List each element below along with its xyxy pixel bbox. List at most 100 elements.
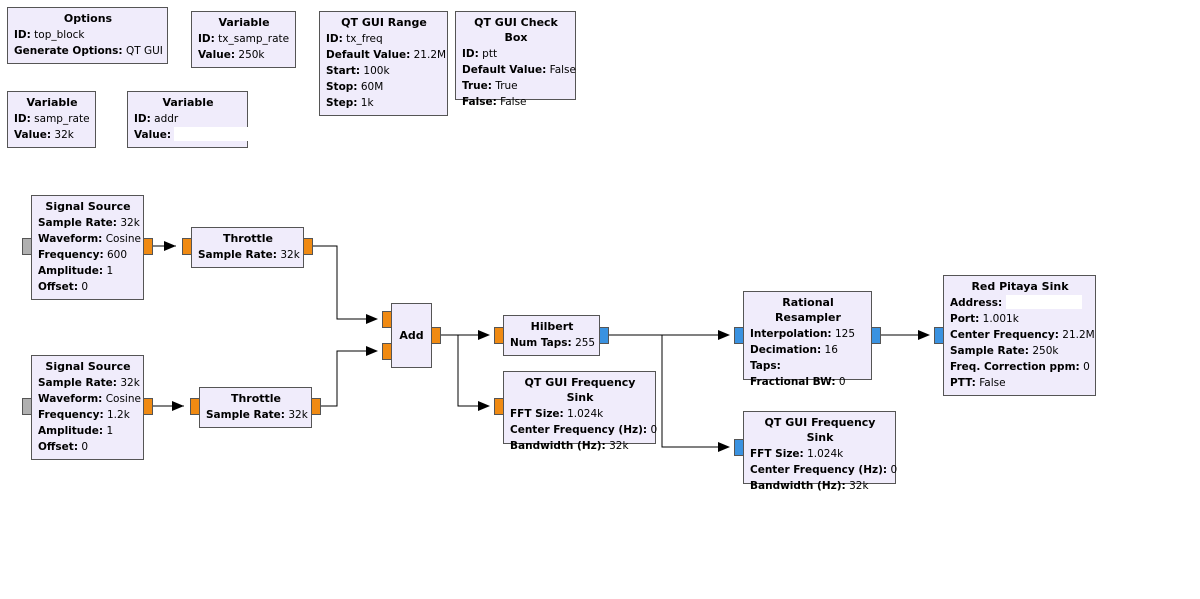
param-row: Default Value: 21.2M xyxy=(326,47,446,63)
param-value: False xyxy=(549,64,576,76)
param-row: Center Frequency: 21.2M xyxy=(950,327,1095,343)
param-row: Bandwidth (Hz): 32k xyxy=(510,438,650,454)
param-value: 600 xyxy=(107,249,128,261)
param-row: Offset: 0 xyxy=(38,279,138,295)
output-port[interactable] xyxy=(599,327,609,344)
param-key: True: xyxy=(462,80,492,92)
param-row: False: False xyxy=(462,94,570,110)
param-row: Sample Rate: 32k xyxy=(198,247,300,263)
block-qt-gui-frequency-sink-1[interactable]: QT GUI Frequency Sink FFT Size: 1.024k C… xyxy=(503,371,657,452)
param-key: Waveform: xyxy=(38,233,103,245)
param-row: ID: addr xyxy=(134,111,242,127)
param-row: Waveform: Cosine xyxy=(38,231,141,247)
param-row: Taps: xyxy=(750,358,866,374)
output-port[interactable] xyxy=(311,398,321,415)
block-title: Red Pitaya Sink xyxy=(971,280,1069,293)
input-port[interactable] xyxy=(22,398,32,415)
block-throttle-2[interactable]: Throttle Sample Rate: 32k xyxy=(199,387,312,428)
param-row: Decimation: 16 xyxy=(750,342,866,358)
param-row: Num Taps: 255 xyxy=(510,335,596,351)
connection-arrow xyxy=(718,442,730,452)
input-port[interactable] xyxy=(182,238,192,255)
param-row: Sample Rate: 250k xyxy=(950,343,1090,359)
block-title: QT GUI Range xyxy=(341,16,427,29)
param-key: Bandwidth (Hz): xyxy=(750,480,846,492)
param-value: 32k xyxy=(120,217,140,229)
block-red-pitaya-sink[interactable]: Red Pitaya Sink Address: Port: 1.001k Ce… xyxy=(943,275,1096,396)
input-port[interactable] xyxy=(734,327,744,344)
param-row: Step: 1k xyxy=(326,95,442,111)
input-port[interactable] xyxy=(190,398,200,415)
block-title: Variable xyxy=(218,16,270,29)
param-value: 32k xyxy=(54,129,74,141)
param-key: Sample Rate: xyxy=(38,377,117,389)
param-key: False: xyxy=(462,96,497,108)
block-variable-samp-rate[interactable]: Variable ID: samp_rate Value: 32k xyxy=(7,91,96,148)
input-port[interactable] xyxy=(934,327,944,344)
connection-arrow xyxy=(918,330,930,340)
output-port[interactable] xyxy=(143,238,153,255)
input-port[interactable] xyxy=(382,343,392,360)
block-variable-tx-samp-rate[interactable]: Variable ID: tx_samp_rate Value: 250k xyxy=(191,11,296,68)
param-value: 1.2k xyxy=(107,409,130,421)
output-port[interactable] xyxy=(871,327,881,344)
block-qt-gui-range[interactable]: QT GUI Range ID: tx_freq Default Value: … xyxy=(319,11,448,116)
param-row: Center Frequency (Hz): 0 xyxy=(510,422,657,438)
param-value: 255 xyxy=(575,337,596,349)
param-value: 0 xyxy=(81,441,89,453)
param-key: Start: xyxy=(326,65,361,77)
output-port[interactable] xyxy=(143,398,153,415)
param-row: Stop: 60M xyxy=(326,79,442,95)
param-row: Amplitude: 1 xyxy=(38,263,138,279)
input-port[interactable] xyxy=(382,311,392,328)
param-value: 21.2M xyxy=(413,49,447,61)
param-key: Sample Rate: xyxy=(198,249,277,261)
input-port[interactable] xyxy=(734,439,744,456)
param-value: Cosine xyxy=(105,233,141,245)
param-key: Center Frequency (Hz): xyxy=(510,424,648,436)
param-value: tx_samp_rate xyxy=(218,33,290,45)
param-key: Sample Rate: xyxy=(206,409,285,421)
param-key: Center Frequency: xyxy=(950,329,1059,341)
block-qt-gui-frequency-sink-2[interactable]: QT GUI Frequency Sink FFT Size: 1.024k C… xyxy=(743,411,897,492)
block-throttle-1[interactable]: Throttle Sample Rate: 32k xyxy=(191,227,304,268)
input-port[interactable] xyxy=(22,238,32,255)
block-add[interactable]: Add xyxy=(391,303,432,368)
param-key: ID: xyxy=(198,33,215,45)
param-key: Sample Rate: xyxy=(38,217,117,229)
block-options[interactable]: Options ID: top_block Generate Options: … xyxy=(7,7,168,64)
param-value: 32k xyxy=(609,440,629,452)
block-signal-source-1[interactable]: Signal Source Sample Rate: 32k Waveform:… xyxy=(31,195,144,300)
param-key: Freq. Correction ppm: xyxy=(950,361,1080,373)
param-key: Port: xyxy=(950,313,980,325)
param-row: Freq. Correction ppm: 0 xyxy=(950,359,1090,375)
param-value: 0 xyxy=(838,376,846,388)
output-port[interactable] xyxy=(303,238,313,255)
param-key: Amplitude: xyxy=(38,265,104,277)
input-port[interactable] xyxy=(494,327,504,344)
param-value: 125 xyxy=(834,328,856,340)
output-port[interactable] xyxy=(431,327,441,344)
param-value: 1.024k xyxy=(567,408,604,420)
param-value: 0 xyxy=(81,281,89,293)
param-value: 32k xyxy=(849,480,869,492)
block-signal-source-2[interactable]: Signal Source Sample Rate: 32k Waveform:… xyxy=(31,355,144,460)
param-key: ID: xyxy=(462,48,479,60)
block-qt-gui-check-box[interactable]: QT GUI Check Box ID: ptt Default Value: … xyxy=(455,11,576,108)
param-key: ID: xyxy=(326,33,343,45)
block-hilbert[interactable]: Hilbert Num Taps: 255 xyxy=(503,315,600,356)
block-title: QT GUI Check Box xyxy=(474,16,558,44)
input-port[interactable] xyxy=(494,398,504,415)
param-value: False xyxy=(979,377,1006,389)
param-value: Cosine xyxy=(105,393,141,405)
param-row: Value: 32k xyxy=(14,127,90,143)
param-row: ID: ptt xyxy=(462,46,570,62)
param-row: Bandwidth (Hz): 32k xyxy=(750,478,890,494)
param-key: Step: xyxy=(326,97,358,109)
param-value-blank xyxy=(174,127,251,141)
block-rational-resampler[interactable]: Rational Resampler Interpolation: 125 De… xyxy=(743,291,872,388)
block-variable-addr[interactable]: Variable ID: addr Value: xyxy=(127,91,251,148)
param-row: Offset: 0 xyxy=(38,439,138,455)
param-key: Address: xyxy=(950,297,1003,309)
